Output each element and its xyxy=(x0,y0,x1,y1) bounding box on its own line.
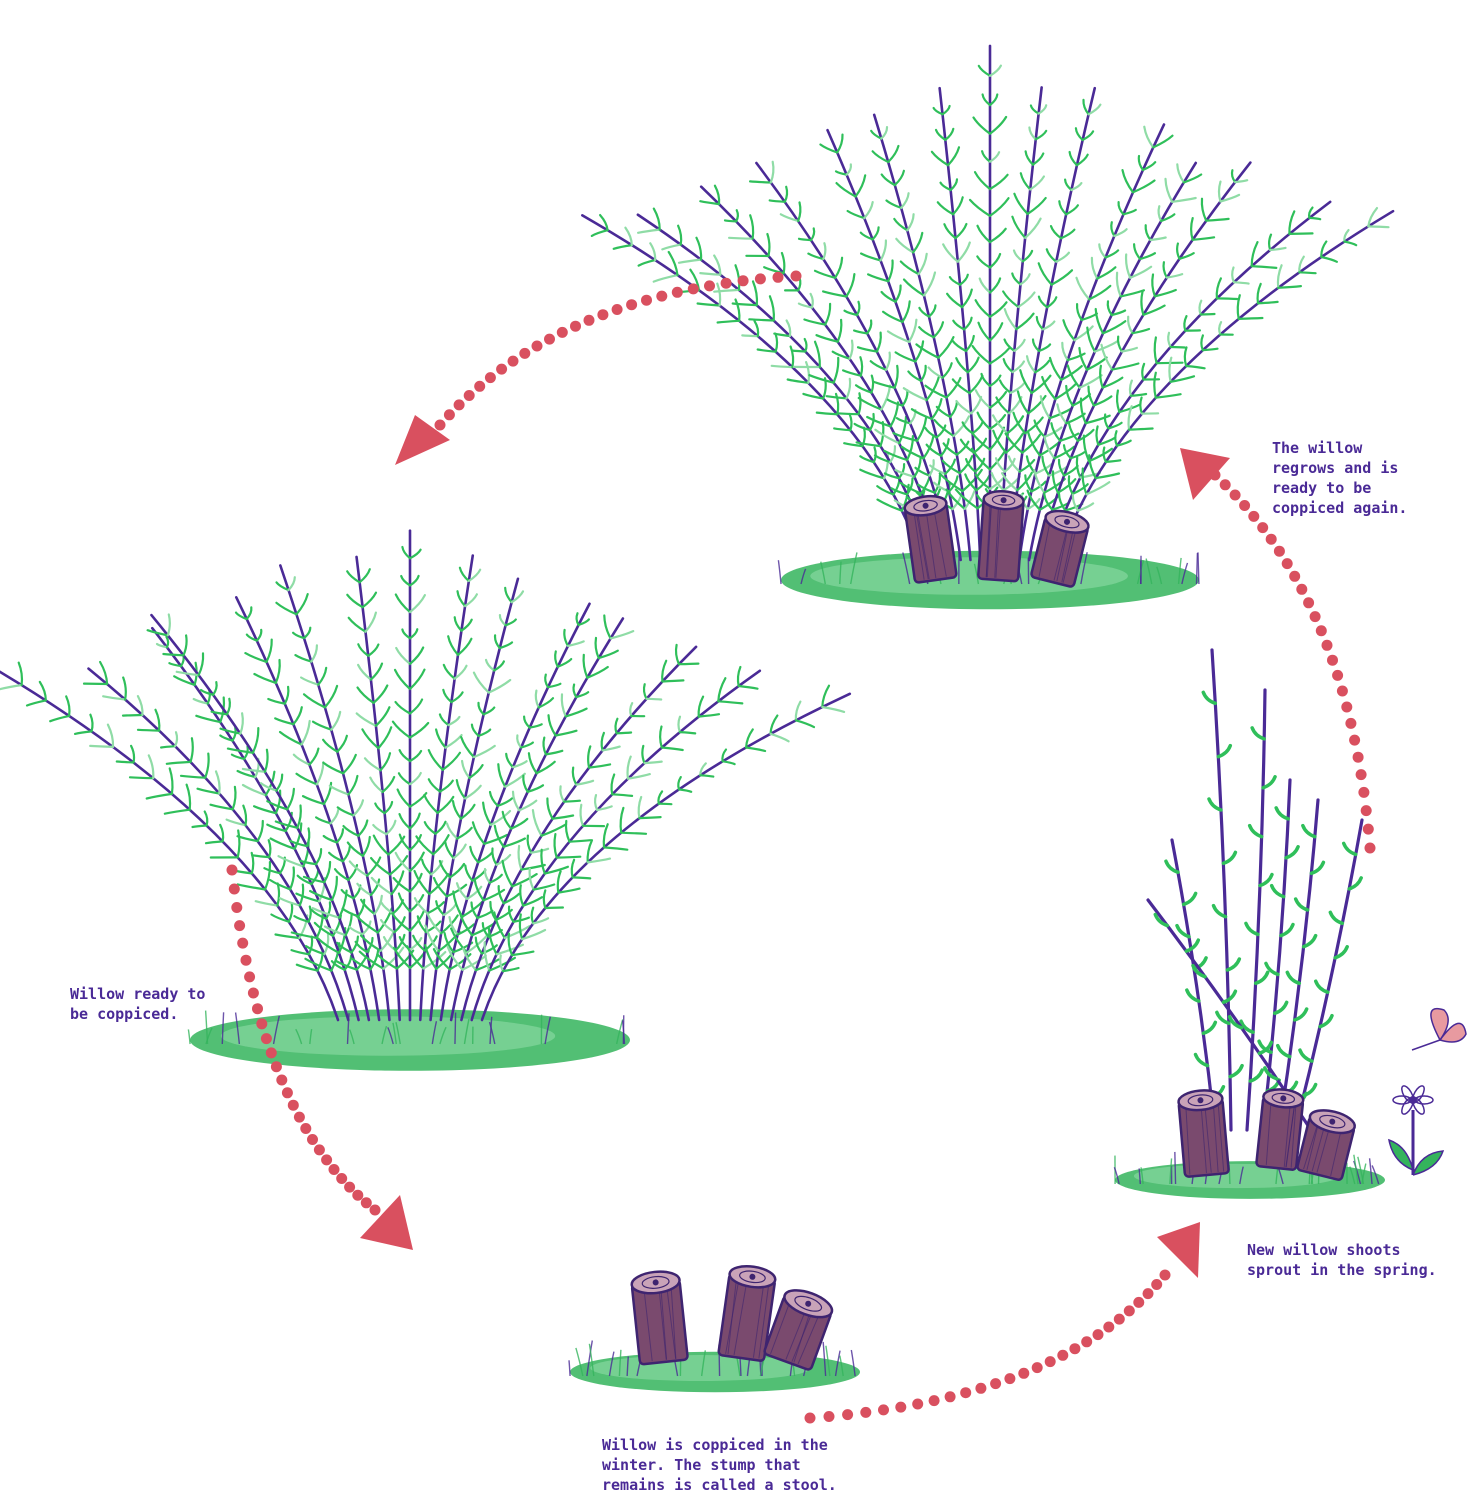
flower-icon xyxy=(1388,1085,1445,1176)
caption-regrows: The willow regrows and is ready to be co… xyxy=(1272,439,1408,517)
arrow-ready-to-coppiced xyxy=(226,864,413,1250)
coppiced-stool-icon xyxy=(568,1265,860,1393)
butterfly-icon xyxy=(1411,1007,1467,1051)
arrow-coppiced-to-shoots xyxy=(804,1222,1200,1424)
mature-willow-left-icon xyxy=(0,529,852,1071)
new-shoots-icon xyxy=(1113,648,1385,1199)
caption-coppiced-stool: Willow is coppiced in the winter. The st… xyxy=(602,1436,837,1494)
mature-willow-top-icon xyxy=(581,44,1395,610)
arrow-regrown-to-ready xyxy=(395,270,802,465)
caption-new-shoots: New willow shoots sprout in the spring. xyxy=(1247,1241,1437,1279)
arrow-shoots-to-regrown xyxy=(1180,448,1376,854)
caption-ready-to-coppice: Willow ready to be coppiced. xyxy=(70,985,206,1023)
